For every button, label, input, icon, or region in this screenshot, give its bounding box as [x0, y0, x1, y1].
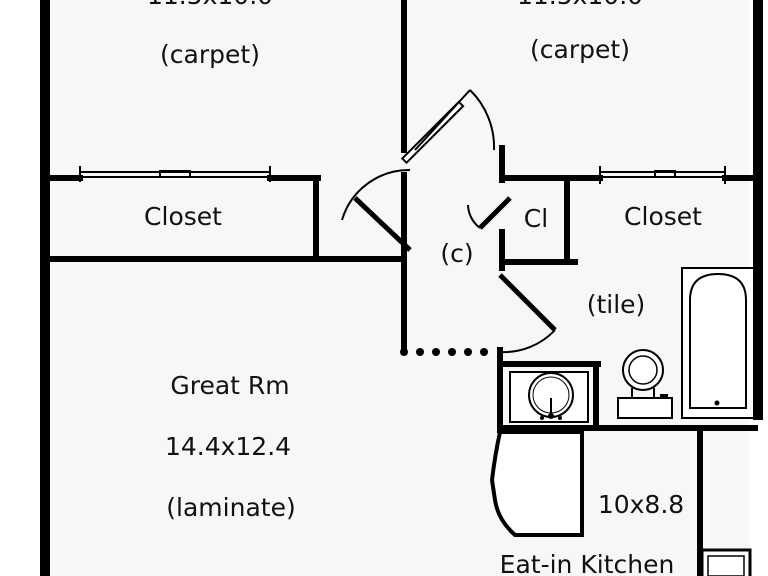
swing-door-bath	[498, 273, 557, 354]
closet-left-label: Closet	[144, 202, 222, 231]
sliding-door-left	[79, 166, 271, 182]
great-room-dims: 14.4x12.4	[165, 432, 291, 461]
great-room-floor: (laminate)	[166, 493, 295, 522]
great-room-name: Great Rm	[170, 371, 289, 400]
floor-area	[50, 0, 750, 576]
hall-floor: (c)	[440, 239, 473, 268]
swing-door-bedroom-right	[400, 89, 496, 165]
bath-floor-label: (tile)	[587, 290, 646, 319]
dotted-opening	[400, 348, 488, 356]
bathtub-icon	[681, 267, 755, 419]
bedroom-right-dims: 11.5x10.0	[517, 0, 643, 10]
swing-door-linen	[467, 196, 512, 230]
toilet-icon	[617, 349, 673, 419]
linen-closet-label: Cl	[524, 204, 548, 233]
kitchen-dims: 10x8.8	[598, 490, 684, 519]
interior-walls	[47, 0, 758, 576]
closet-right-label: Closet	[624, 202, 702, 231]
swing-door-bedroom-left	[341, 168, 412, 252]
kitchen-name: Eat-in Kitchen	[500, 550, 675, 576]
sliding-door-right	[599, 166, 726, 184]
bedroom-left-floor: (carpet)	[160, 40, 260, 69]
refrigerator-icon	[489, 430, 584, 537]
sink-icon	[509, 371, 589, 423]
bedroom-left-dims: 11.5x10.0	[147, 0, 273, 10]
bedroom-right-floor: (carpet)	[530, 35, 630, 64]
range-icon	[700, 548, 752, 576]
